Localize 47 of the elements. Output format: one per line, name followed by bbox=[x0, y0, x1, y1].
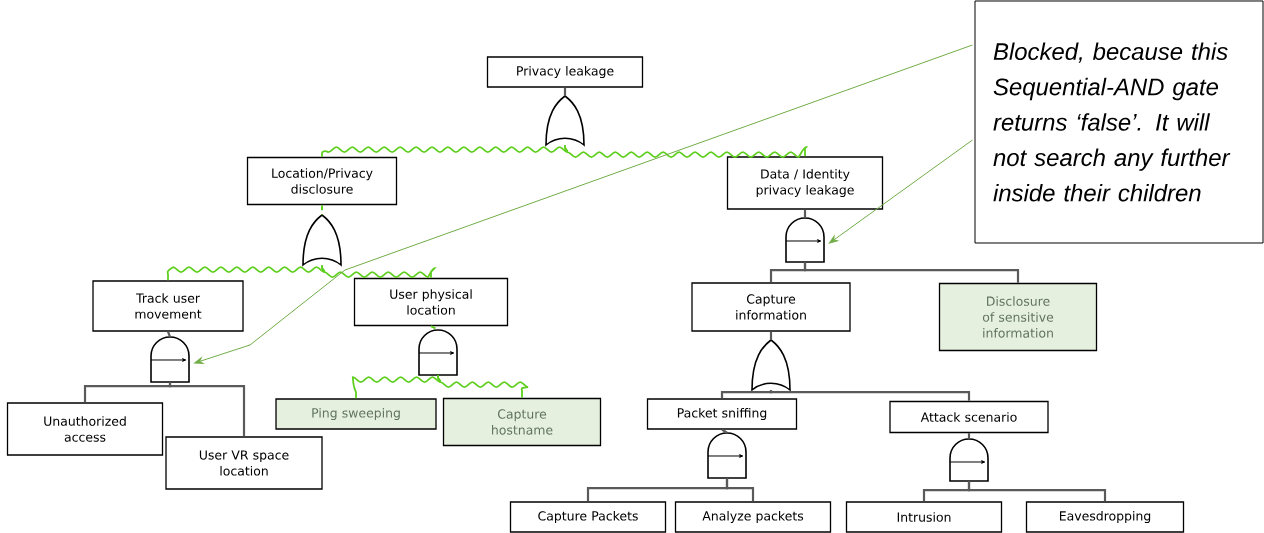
event-box: Attack scenario bbox=[889, 400, 1049, 434]
sequential-and-gate bbox=[785, 217, 825, 263]
connector-line bbox=[321, 264, 436, 279]
connector-line bbox=[803, 209, 807, 218]
sequential-and-gate bbox=[418, 329, 458, 376]
or-gate bbox=[302, 214, 342, 266]
sequential-and-gate bbox=[707, 432, 747, 479]
connector-line bbox=[168, 382, 246, 437]
leader-arrow bbox=[194, 44, 973, 364]
event-box: Analyze packets bbox=[674, 501, 832, 533]
event-box: Packet sniffing bbox=[646, 398, 798, 430]
connector-line bbox=[321, 144, 569, 158]
connector-line bbox=[803, 262, 1020, 283]
event-box: User physical location bbox=[353, 277, 509, 327]
event-box: Eavesdropping bbox=[1025, 501, 1185, 533]
event-box: User VR space location bbox=[165, 436, 323, 490]
event-box: Ping sweeping bbox=[275, 398, 437, 430]
connector-line bbox=[967, 481, 1107, 502]
event-box: Disclosure of sensitive information bbox=[938, 282, 1098, 352]
connector-line bbox=[167, 331, 172, 338]
event-box: Data / Identity privacy leakage bbox=[726, 156, 884, 210]
connector-line bbox=[725, 478, 755, 502]
event-box: Capture hostname bbox=[442, 397, 602, 447]
sequential-and-gate bbox=[949, 438, 989, 482]
connector-line bbox=[437, 374, 530, 399]
sequential-and-gate bbox=[150, 336, 190, 383]
connector-line bbox=[321, 204, 323, 216]
connector-line bbox=[967, 433, 971, 439]
event-box: Intrusion bbox=[845, 501, 1003, 533]
connector-line bbox=[83, 382, 172, 403]
event-box: Capture Packets bbox=[509, 501, 667, 533]
leader-arrow bbox=[828, 139, 973, 244]
or-gate bbox=[545, 95, 585, 146]
or-gate bbox=[751, 339, 791, 391]
event-box: Capture information bbox=[691, 282, 851, 332]
event-box: Location/Privacy disclosure bbox=[246, 156, 398, 206]
event-box: Track user movement bbox=[92, 280, 244, 332]
connector-line bbox=[769, 389, 971, 401]
event-box: Unauthorized access bbox=[6, 402, 164, 456]
callout-box: Blocked, because this Sequential-AND gate returns ‘false’. It will not search any further inside their children bbox=[974, 0, 1264, 244]
connector-line bbox=[721, 428, 728, 434]
connector-line bbox=[563, 87, 567, 96]
connector-line bbox=[720, 389, 773, 399]
connector-line bbox=[351, 374, 442, 400]
connector-line bbox=[430, 325, 439, 331]
event-box: Privacy leakage bbox=[486, 56, 644, 88]
connector-line bbox=[769, 331, 773, 340]
